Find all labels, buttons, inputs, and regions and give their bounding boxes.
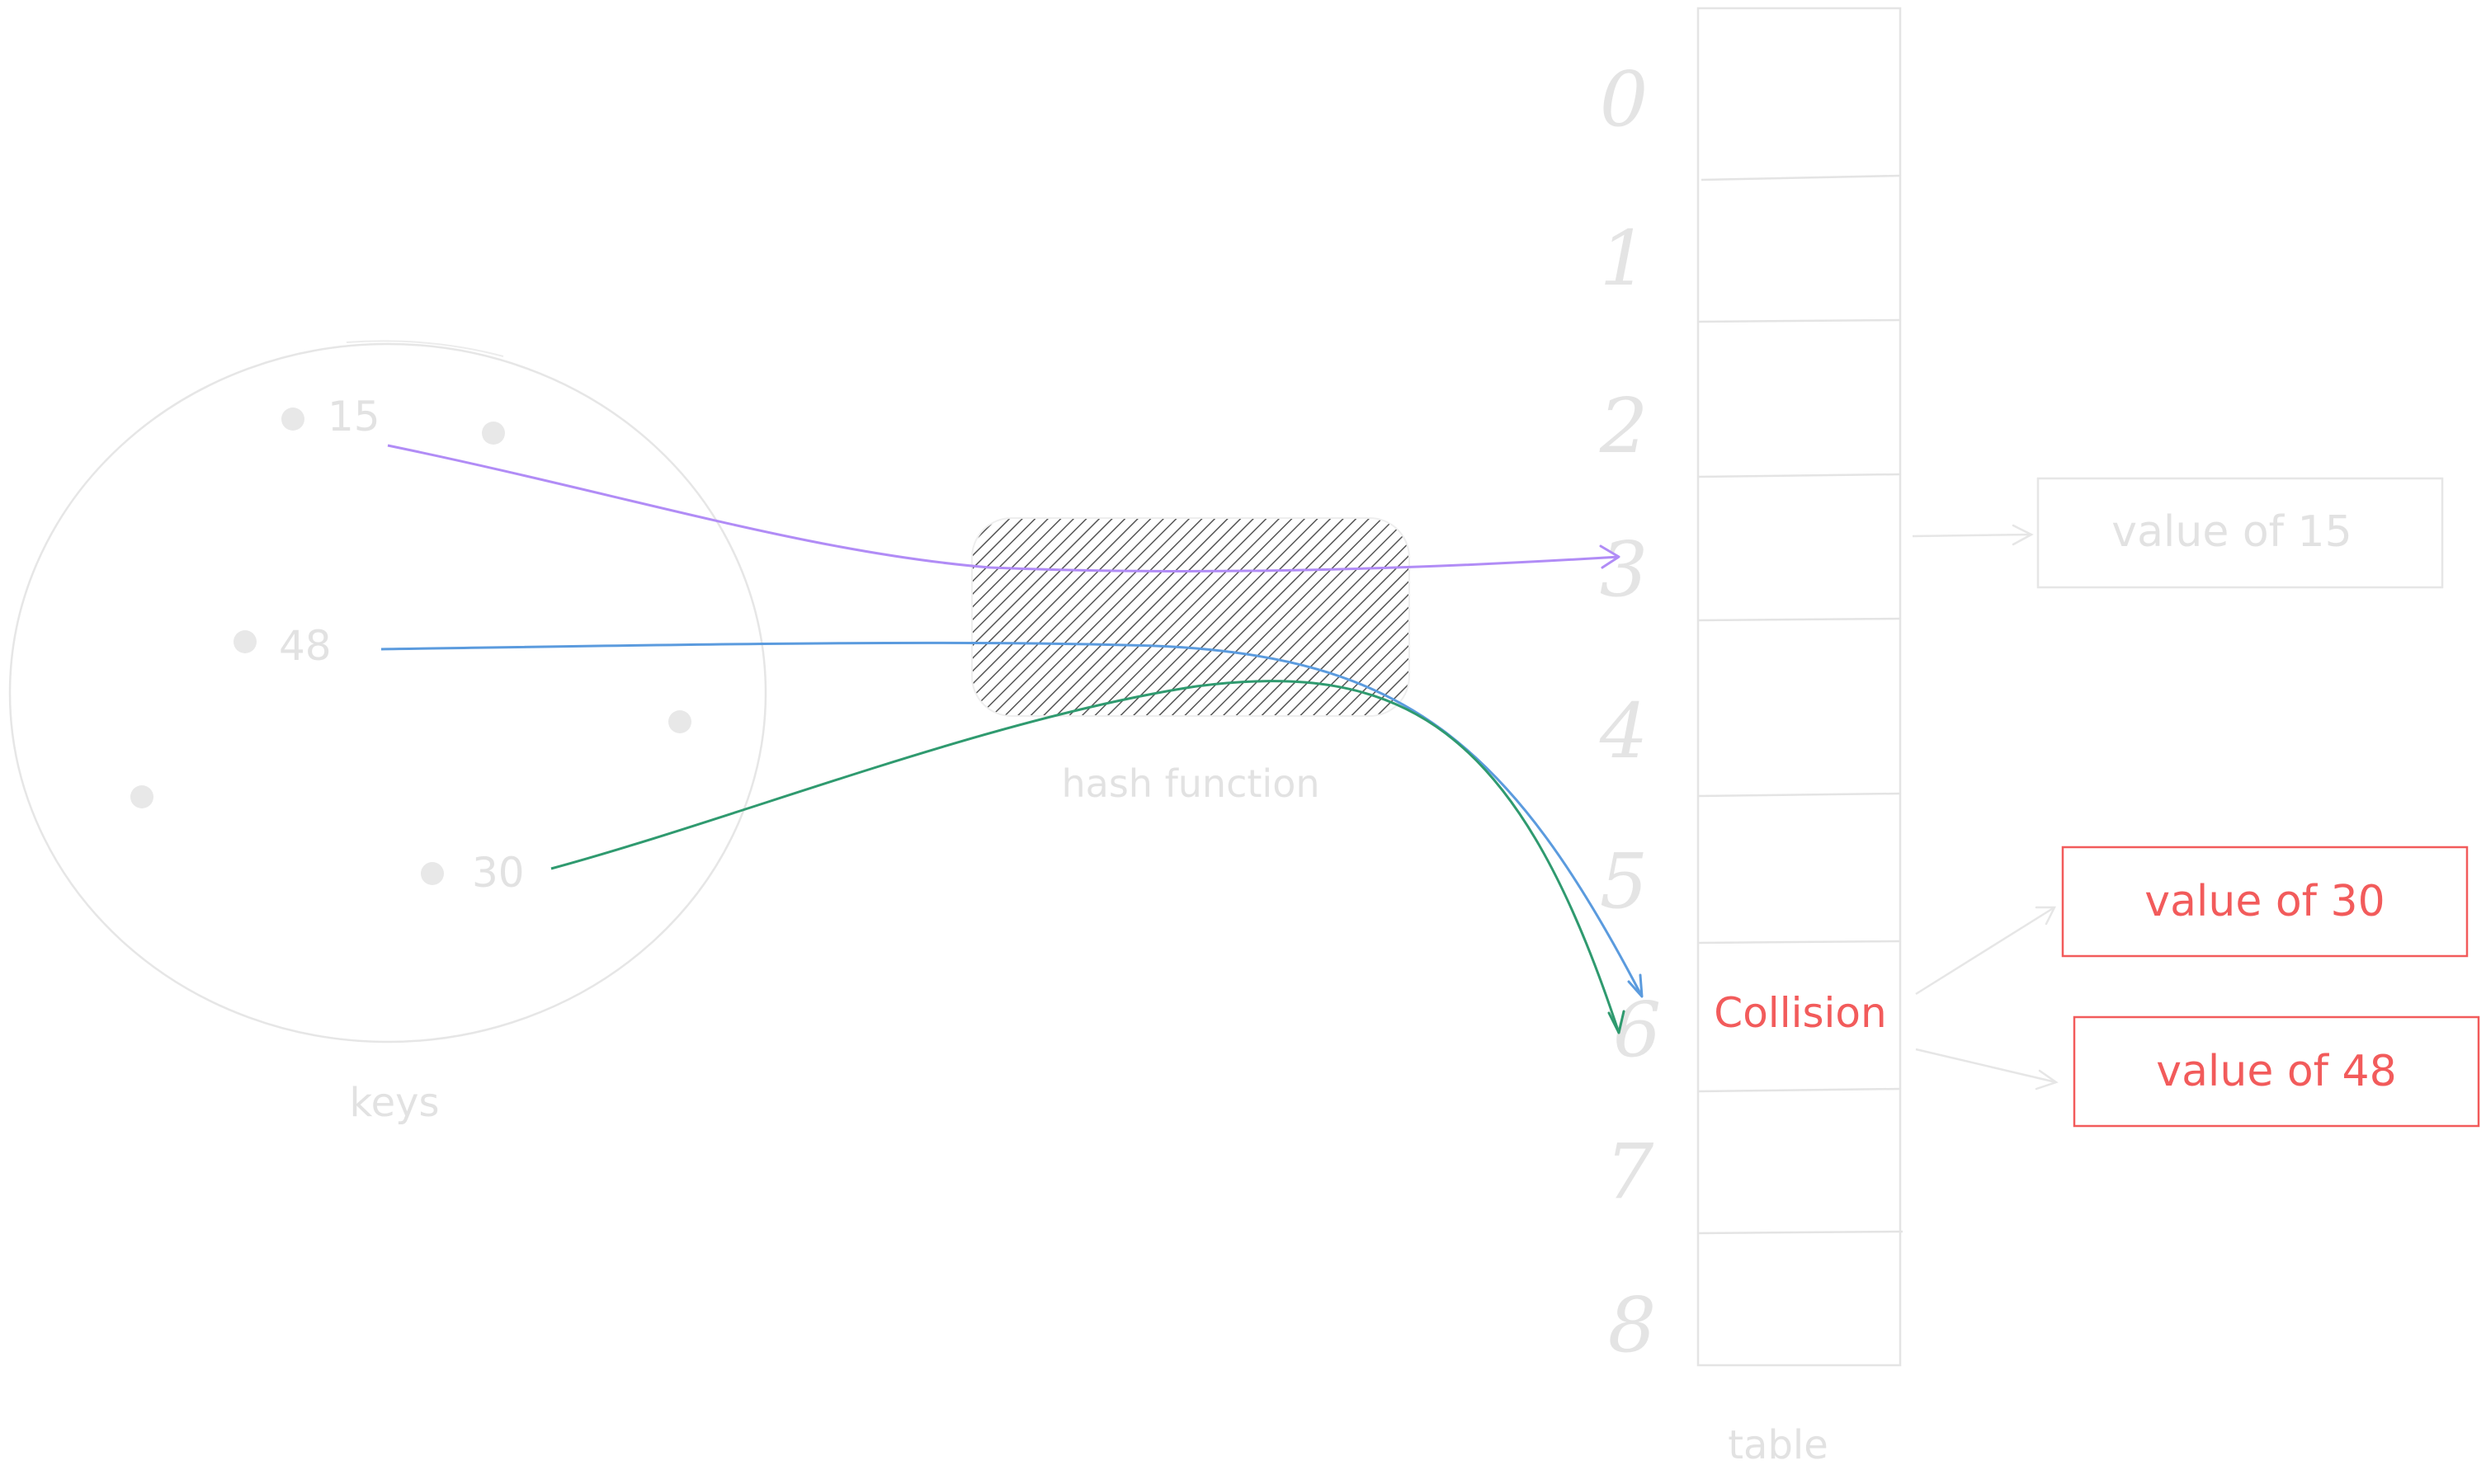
value-15-pointer [1912,533,2032,538]
table-outline [1696,7,1902,1367]
table-row-divider [1697,1230,1903,1235]
key-dot [421,862,444,885]
hash-arrows [380,444,1644,1034]
table-index: 4 [1599,687,1649,775]
key-dot [668,710,691,733]
key-label-15: 15 [328,393,380,440]
arrow-30-to-6-head [1607,1010,1625,1034]
value-30-pointer-head [2035,906,2057,926]
table-index: 3 [1600,525,1649,614]
keys-circle [8,342,767,1044]
arrow-15-to-3-head [1599,544,1620,569]
table-row-divider [1697,617,1900,622]
table-index: 1 [1600,214,1649,303]
arrow-48-to-6 [380,641,1644,997]
value-48-pointer-head [2035,1069,2059,1091]
key-dot [482,422,505,445]
keys-set: 15 48 30 keys [8,340,767,1126]
hash-function-box [971,517,1410,717]
table-index: 0 [1600,55,1649,144]
value-48-box [2073,1015,2480,1128]
table-row-divider [1697,318,1900,323]
hash-table: 0 1 2 3 4 5 6 7 8 Collision table [1599,7,1903,1468]
table-row-divider [1697,473,1900,478]
table-index: 5 [1600,837,1649,926]
arrow-15-to-3 [387,444,1620,572]
key-label-48: 48 [279,622,332,670]
keys-circle-sketch-mark [346,340,504,357]
value-48-pointer [1915,1048,2057,1084]
value-15-pointer-head [2012,524,2034,546]
value-48-text: value of 48 [2156,1047,2396,1096]
key-dot [281,408,304,431]
value-30: value of 30 [1915,846,2469,996]
value-30-box [2061,846,2469,958]
table-row-divider [1701,174,1900,181]
hash-function: hash function [971,517,1410,806]
table-row-divider [1697,940,1900,945]
table-index: 6 [1613,986,1662,1074]
hash-function-label: hash function [1062,761,1320,806]
value-30-text: value of 30 [2144,877,2385,926]
key-dot [130,785,153,808]
collision-label: Collision [1714,989,1886,1037]
value-15-box [2036,477,2444,589]
table-row-divider [1697,792,1900,798]
value-15: value of 15 [1912,477,2444,589]
key-label-30: 30 [472,849,525,897]
arrow-48-to-6-head [1627,973,1644,998]
arrow-30-to-6 [550,680,1620,1034]
table-row-divider [1697,1087,1900,1093]
value-48: value of 48 [1915,1015,2480,1128]
key-dot [234,630,257,653]
table-index: 2 [1599,382,1649,470]
table-label: table [1728,1422,1828,1468]
keys-label: keys [349,1080,439,1126]
table-index: 7 [1606,1128,1654,1216]
table-index: 8 [1608,1281,1657,1369]
value-15-text: value of 15 [2111,507,2352,557]
value-30-pointer [1915,906,2055,996]
